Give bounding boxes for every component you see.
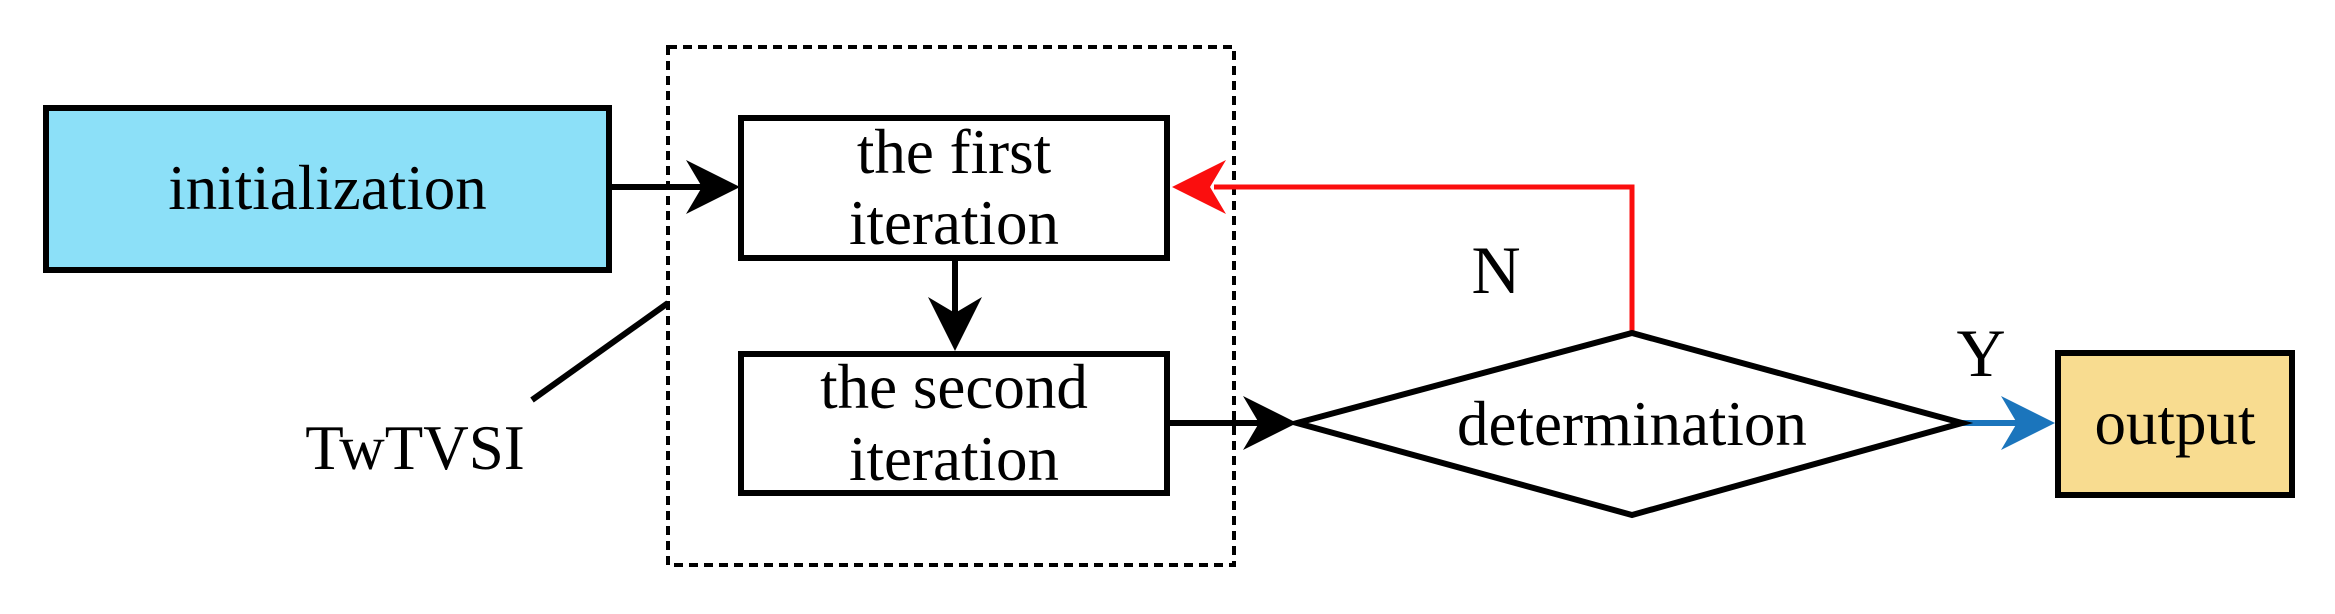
first-to-second-arrow — [928, 258, 982, 351]
yes-arrow — [1960, 396, 2055, 450]
no-branch-label: N — [1471, 231, 1521, 308]
no-return-arrowhead-icon — [1172, 160, 1226, 214]
node-output-label: output — [2094, 388, 2256, 459]
determination-label: determination — [1457, 388, 1807, 459]
second-to-determination-arrow — [1166, 396, 1297, 450]
node-initialization: initialization — [43, 105, 612, 273]
node-second-iteration-label: the second iteration — [820, 352, 1088, 494]
node-second-iteration: the second iteration — [738, 351, 1170, 496]
node-first-iteration: the first iteration — [738, 115, 1170, 261]
twtvsi-pointer-line — [530, 300, 670, 403]
yes-arrowhead-icon — [2001, 396, 2055, 450]
node-output: output — [2055, 350, 2295, 498]
node-initialization-label: initialization — [168, 153, 487, 224]
init-to-first-arrowhead-icon — [686, 160, 740, 214]
no-return-arrow — [1172, 160, 1635, 333]
node-first-iteration-label: the first iteration — [849, 116, 1059, 258]
init-to-first-arrow — [606, 160, 740, 214]
second-to-determination-arrowhead-icon — [1243, 396, 1297, 450]
twtvsi-group-label: TwTVSI — [305, 412, 525, 483]
yes-branch-label: Y — [1956, 314, 2006, 391]
first-to-second-arrowhead-icon — [928, 297, 982, 351]
determination-diamond — [1285, 329, 1974, 519]
